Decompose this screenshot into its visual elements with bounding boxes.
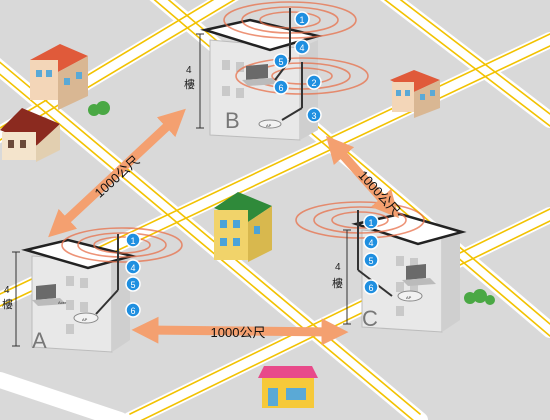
floor-unit-c: 樓: [332, 276, 343, 290]
building-a-letter: A: [32, 328, 47, 353]
marker-a-4: 4: [130, 263, 135, 273]
marker-b-1: 1: [299, 15, 304, 25]
floor-count-b: 4: [186, 65, 192, 76]
marker-c-5: 5: [368, 256, 373, 266]
arrow-a-b: [48, 108, 186, 238]
markers-b: 1 4 5 6 2 3: [273, 11, 322, 123]
laptop-a-brand: Acer: [58, 300, 67, 305]
arrow-a-c: [131, 316, 349, 346]
floor-marker-b: [196, 33, 204, 129]
ap-b: AP: [258, 119, 282, 129]
floor-count-c: 4: [335, 262, 341, 273]
arrow-b-c: [326, 135, 399, 219]
antenna-a: [95, 234, 119, 315]
floor-marker-a: [12, 251, 20, 347]
distance-arrows: [48, 108, 399, 346]
building-c-letter: C: [362, 306, 378, 331]
floor-count-a: 4: [4, 285, 10, 296]
marker-b-3: 3: [311, 111, 316, 121]
house-top-left: [30, 44, 88, 110]
ap-c: AP: [397, 290, 423, 302]
markers-c: 1 4 5 6: [363, 214, 379, 295]
distance-label-a-c: 1000公尺: [211, 325, 266, 340]
shop-bottom: [258, 366, 318, 408]
building-c: [351, 212, 467, 333]
marker-c-6: 6: [368, 283, 373, 293]
marker-b-5: 5: [278, 57, 283, 67]
marker-b-6: 6: [278, 83, 283, 93]
floor-unit-b: 樓: [184, 77, 195, 91]
marker-c-4: 4: [368, 238, 373, 248]
ap-a-label: AP: [82, 317, 88, 322]
building-b-letter: B: [225, 108, 240, 133]
markers-a: 1 4 5 6: [125, 232, 141, 318]
ap-b-label: AP: [266, 123, 272, 128]
marker-a-5: 5: [130, 280, 135, 290]
laptop-b: [242, 64, 278, 86]
laptop-a: Acer: [32, 284, 67, 306]
marker-a-6: 6: [130, 306, 135, 316]
marker-a-1: 1: [130, 236, 135, 246]
marker-c-1: 1: [368, 218, 373, 228]
ap-a: AP: [73, 312, 99, 324]
floor-unit-a: 樓: [2, 297, 13, 311]
house-center-green: [214, 192, 272, 262]
ap-c-label: AP: [406, 295, 412, 300]
marker-b-4: 4: [299, 43, 304, 53]
house-top-right: [390, 70, 440, 118]
marker-b-2: 2: [311, 78, 316, 88]
laptop-c: [402, 264, 436, 286]
